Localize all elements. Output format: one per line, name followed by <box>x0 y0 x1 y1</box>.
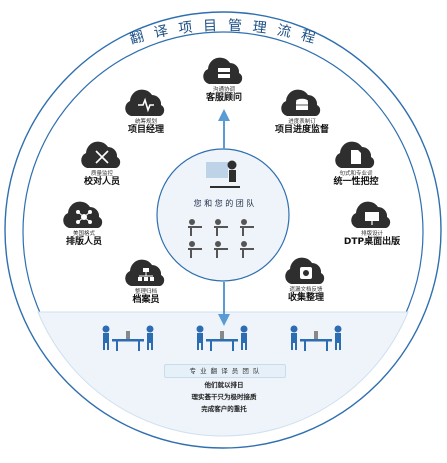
outer-ring <box>4 11 442 449</box>
collection-organizer-label: 遗漏文档反馈收集整理 <box>288 287 324 304</box>
proofreader-label: 质量监控校对人员 <box>84 171 120 188</box>
role-subtitle: 遗漏文档反馈 <box>289 287 323 293</box>
translator-desks <box>102 325 342 351</box>
role-title: 客服顾问 <box>205 93 243 104</box>
typesetter-node <box>63 201 103 228</box>
progress-supervisor-node <box>281 89 321 116</box>
role-title: 校对人员 <box>83 177 121 188</box>
translator-group-1 <box>102 325 154 351</box>
translator-group-3 <box>290 325 342 351</box>
role-title: 档案员 <box>132 295 160 306</box>
server-icon <box>218 68 230 78</box>
document-icon <box>351 150 361 164</box>
hard-drive-icon <box>300 267 312 279</box>
network-icon <box>76 210 92 224</box>
role-title: 统一性把控 <box>333 177 379 188</box>
role-title: 排版人员 <box>65 237 103 248</box>
typesetter-label: 美国格式排版人员 <box>66 231 102 248</box>
translator-group-2 <box>196 325 248 351</box>
slogan-line-3: 完成客户的重托 <box>201 405 247 413</box>
customer-consultant-label: 沟通协调客服顾问 <box>206 87 242 104</box>
progress-supervisor-label: 进度表制订项目进度监督 <box>275 119 329 136</box>
project-manager-label: 统筹规划项目经理 <box>128 119 164 136</box>
role-subtitle: 进度表制订 <box>288 119 316 125</box>
role-title: DTP桌面出版 <box>343 237 401 248</box>
consistency-control-label: 句式和专业词统一性把控 <box>333 171 378 188</box>
role-subtitle: 沟通协调 <box>212 87 236 93</box>
role-subtitle: 统筹规划 <box>134 119 158 125</box>
slogan-line-2: 理实荟干只为极时接质 <box>191 393 257 401</box>
center-team-figure <box>188 160 254 258</box>
role-title: 项目进度监督 <box>274 125 330 136</box>
database-icon <box>296 98 308 110</box>
consistency-control-node <box>335 141 375 168</box>
center-title: 您 和 您 的 团 队 <box>193 199 255 208</box>
role-subtitle: 美国格式 <box>72 231 96 237</box>
dtp-publishing-node <box>351 201 391 228</box>
proofreader-node <box>81 141 121 168</box>
customer-consultant-node <box>203 57 243 84</box>
role-subtitle: 质量监控 <box>90 171 114 177</box>
role-subtitle: 句式和专业词 <box>339 171 373 177</box>
pulse-icon <box>138 97 154 113</box>
archivist-label: 整理归档档案员 <box>132 289 159 306</box>
role-title: 收集整理 <box>287 293 325 304</box>
cloud-icon <box>125 259 165 286</box>
presentation-icon <box>365 212 379 225</box>
folder-tree-icon <box>138 268 154 281</box>
dna-icon <box>95 150 109 164</box>
role-icons <box>63 57 391 286</box>
project-manager-node <box>125 89 165 116</box>
slogan-line-1: 他们就以排日 <box>204 381 244 389</box>
team-banner: 专 业 翻 译 员 团 队 <box>164 364 286 378</box>
role-subtitle: 排版设计 <box>360 231 383 237</box>
role-subtitle: 整理归档 <box>134 289 158 295</box>
role-title: 项目经理 <box>127 125 165 136</box>
archivist-node <box>125 259 165 286</box>
collection-organizer-node <box>285 257 325 284</box>
